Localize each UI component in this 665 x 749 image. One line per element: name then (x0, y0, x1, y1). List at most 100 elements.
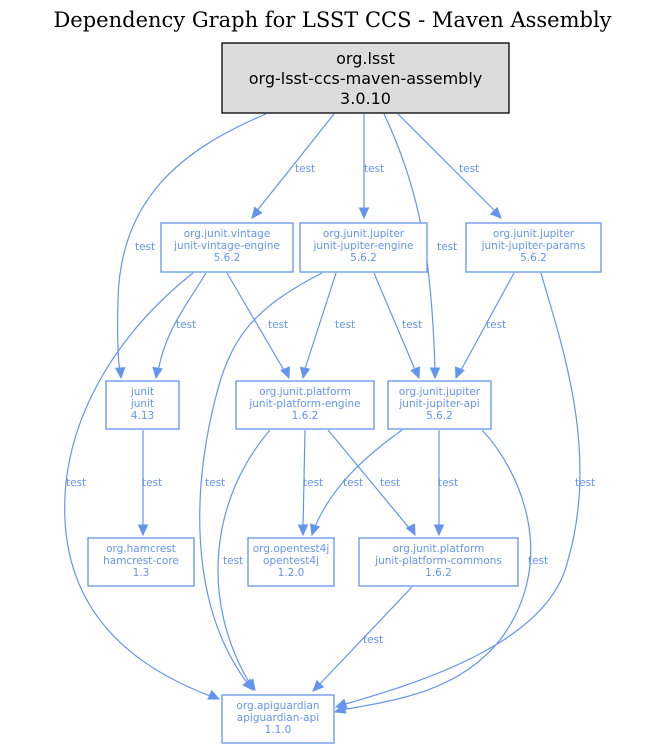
edge-jengine-to-pengine: test (299, 272, 355, 380)
node-group: org.junit.vintage (184, 228, 271, 240)
edge-label: test (380, 477, 400, 489)
node-params[interactable]: org.junit.jupiterjunit-jupiter-params5.6… (465, 222, 602, 273)
edge-junit-to-hamcrest: test (137, 430, 162, 537)
edge-line (313, 429, 403, 530)
arrowhead-icon (333, 703, 347, 714)
edge-japi-to-commons: test (433, 430, 458, 537)
node-box (105, 380, 180, 430)
arrowhead-icon (433, 524, 445, 537)
node-version: 4.13 (131, 410, 154, 422)
edge-label: test (303, 477, 323, 489)
edge-label: test (528, 555, 548, 567)
edge-line (255, 113, 335, 213)
node-version: 1.6.2 (292, 410, 319, 422)
node-vintage[interactable]: org.junit.vintagejunit-vintage-engine5.6… (160, 222, 294, 273)
arrowhead-icon (358, 207, 370, 220)
node-jengine[interactable]: org.junit.jupiterjunit-jupiter-engine5.6… (299, 222, 428, 273)
node-artifact: junit-jupiter-api (398, 398, 479, 410)
node-root[interactable]: org.lsstorg-lsst-ccs-maven-assembly3.0.1… (221, 42, 510, 114)
node-group: org.junit.platform (393, 543, 485, 555)
node-box (221, 42, 510, 114)
arrowhead-icon (207, 689, 221, 700)
edge-label: test (142, 477, 162, 489)
arrowhead-icon (299, 366, 311, 380)
nodes-layer: org.lsstorg-lsst-ccs-maven-assembly3.0.1… (87, 42, 602, 744)
edge-line (341, 272, 581, 706)
node-version: 1.2.0 (278, 567, 305, 579)
arrowhead-icon (280, 366, 290, 380)
node-commons[interactable]: org.junit.platformjunit-platform-commons… (358, 537, 519, 587)
edge-label: test (343, 477, 363, 489)
node-group: org.junit.jupiter (323, 228, 405, 240)
node-group: org.opentest4j (253, 543, 330, 555)
node-artifact: junit (130, 398, 154, 410)
node-artifact: opentest4j (263, 555, 319, 567)
node-artifact: apiguardian-api (237, 712, 319, 724)
arrowhead-icon (137, 524, 149, 537)
edge-line (217, 429, 271, 685)
edge-japi-to-opentest4j: test (309, 429, 403, 537)
arrowhead-icon (410, 366, 420, 380)
arrowhead-icon (455, 366, 465, 380)
edge-label: test (205, 477, 225, 489)
edge-line (373, 272, 417, 373)
edge-vintage-to-apiguardian: test (64, 272, 221, 700)
node-version: 1.3 (133, 567, 150, 579)
node-version: 5.6.2 (520, 252, 547, 264)
edge-root-to-jengine: test (358, 114, 384, 220)
node-box (160, 222, 294, 273)
edge-line (303, 272, 337, 373)
node-artifact: junit-platform-engine (248, 398, 360, 410)
node-group: org.junit.jupiter (399, 386, 481, 398)
edge-vintage-to-junit: test (152, 272, 207, 380)
node-version: 1.6.2 (425, 567, 452, 579)
edge-line (64, 272, 214, 698)
node-group: org.junit.jupiter (493, 228, 575, 240)
arrowhead-icon (152, 366, 163, 380)
arrowhead-icon (312, 679, 325, 692)
node-group: org.hamcrest (106, 543, 176, 555)
node-version: 5.6.2 (350, 252, 377, 264)
edge-line (199, 272, 323, 685)
edge-label: test (486, 319, 506, 331)
arrowhead-icon (114, 367, 126, 380)
edge-label: test (459, 163, 479, 175)
edge-vintage-to-pengine: test (226, 272, 290, 380)
edge-label: test (335, 319, 355, 331)
node-artifact: org-lsst-ccs-maven-assembly (249, 69, 482, 88)
edge-params-to-apiguardian: test (334, 272, 595, 709)
node-group: org.apiguardian (236, 700, 319, 712)
edge-label: test (437, 241, 457, 253)
node-group: junit (130, 386, 154, 398)
node-box (358, 537, 519, 587)
node-pengine[interactable]: org.junit.platformjunit-platform-engine1… (235, 380, 375, 430)
node-artifact: junit-vintage-engine (173, 240, 280, 252)
node-box (465, 222, 602, 273)
edge-line (157, 272, 207, 373)
arrowhead-icon (297, 524, 309, 537)
edge-pengine-to-apiguardian: test (217, 429, 271, 691)
arrowhead-icon (244, 678, 256, 691)
edge-line (302, 429, 306, 530)
arrowhead-icon (405, 523, 416, 537)
edge-jengine-to-japi: test (373, 272, 422, 380)
edge-label: test (364, 163, 384, 175)
node-artifact: junit-jupiter-engine (312, 240, 413, 252)
edge-label: test (295, 163, 315, 175)
edge-label: test (135, 241, 155, 253)
node-box (235, 380, 375, 430)
edge-label: test (223, 555, 243, 567)
edge-commons-to-apiguardian: test (312, 586, 413, 692)
node-artifact: hamcrest-core (103, 555, 179, 567)
node-box (247, 537, 335, 587)
edge-pengine-to-opentest4j: test (297, 429, 323, 537)
edge-label: test (402, 319, 422, 331)
edge-label: test (575, 477, 595, 489)
edge-line (397, 113, 497, 213)
node-version: 1.1.0 (265, 724, 292, 736)
